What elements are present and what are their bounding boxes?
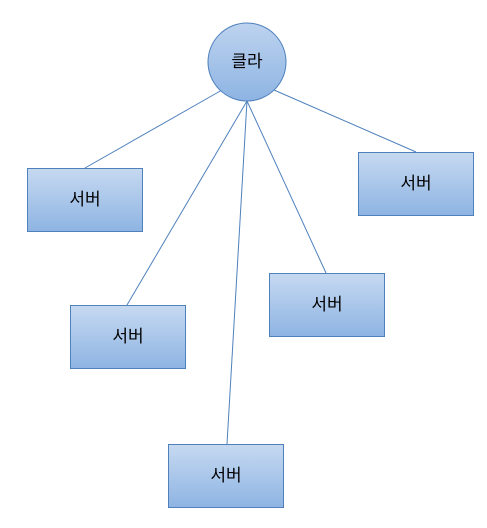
connector-client-server-4 bbox=[246, 100, 327, 274]
server-box bbox=[358, 152, 474, 216]
server-label: 서버 bbox=[210, 466, 241, 486]
server-node-3: 서버 bbox=[168, 444, 284, 508]
connector-client-server-3 bbox=[226, 100, 248, 445]
connector-client-server-2 bbox=[126, 100, 248, 306]
server-node-4: 서버 bbox=[269, 273, 385, 337]
connector-client-server-1 bbox=[84, 89, 223, 169]
server-label: 서버 bbox=[112, 327, 143, 347]
connector-client-server-5 bbox=[273, 89, 417, 153]
server-box bbox=[70, 305, 186, 369]
server-box bbox=[269, 273, 385, 337]
client-circle bbox=[207, 22, 287, 102]
connection-lines bbox=[84, 89, 417, 445]
server-box bbox=[27, 168, 143, 232]
client-label: 클라 bbox=[231, 52, 263, 72]
server-label: 서버 bbox=[311, 295, 342, 315]
server-box bbox=[168, 444, 284, 508]
server-node-2: 서버 bbox=[70, 305, 186, 369]
server-node-5: 서버 bbox=[358, 152, 474, 216]
server-label: 서버 bbox=[69, 190, 100, 210]
server-label: 서버 bbox=[400, 174, 431, 194]
client-node: 클라 bbox=[207, 22, 287, 102]
server-node-1: 서버 bbox=[27, 168, 143, 232]
